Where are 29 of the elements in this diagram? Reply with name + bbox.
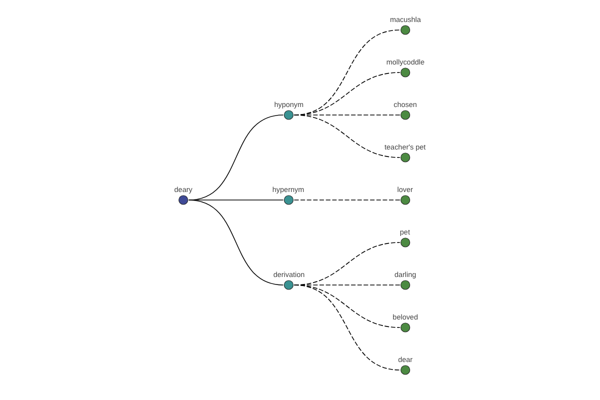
node-label: darling (394, 270, 416, 279)
node-label: hypernym (272, 184, 304, 194)
connector (294, 114, 400, 158)
node-circle (400, 68, 410, 78)
node-label: beloved (392, 312, 418, 322)
node-label: derivation (273, 270, 305, 279)
node-circle (284, 280, 294, 290)
node-circle (400, 280, 410, 290)
node-circle (400, 238, 410, 248)
node-circle (178, 195, 188, 205)
node-label: dear (398, 354, 413, 364)
node-circle (400, 365, 410, 375)
node-label: deary (174, 184, 192, 194)
node-circle (400, 152, 410, 162)
connector (294, 284, 400, 370)
node-circle (284, 195, 294, 205)
node-label: macushla (390, 14, 421, 24)
node-circle (400, 25, 410, 35)
node-label: chosen (394, 100, 417, 109)
node-label: mollycoddle (386, 57, 424, 66)
node-circle (400, 195, 410, 205)
node-circle (400, 322, 410, 332)
node-label: teacher's pet (384, 142, 426, 152)
connector (188, 200, 284, 286)
node-label: hyponym (274, 100, 304, 109)
node-label: lover (397, 184, 413, 194)
node-label: pet (400, 227, 410, 236)
node-circle (400, 110, 410, 120)
node-circle (284, 110, 294, 120)
